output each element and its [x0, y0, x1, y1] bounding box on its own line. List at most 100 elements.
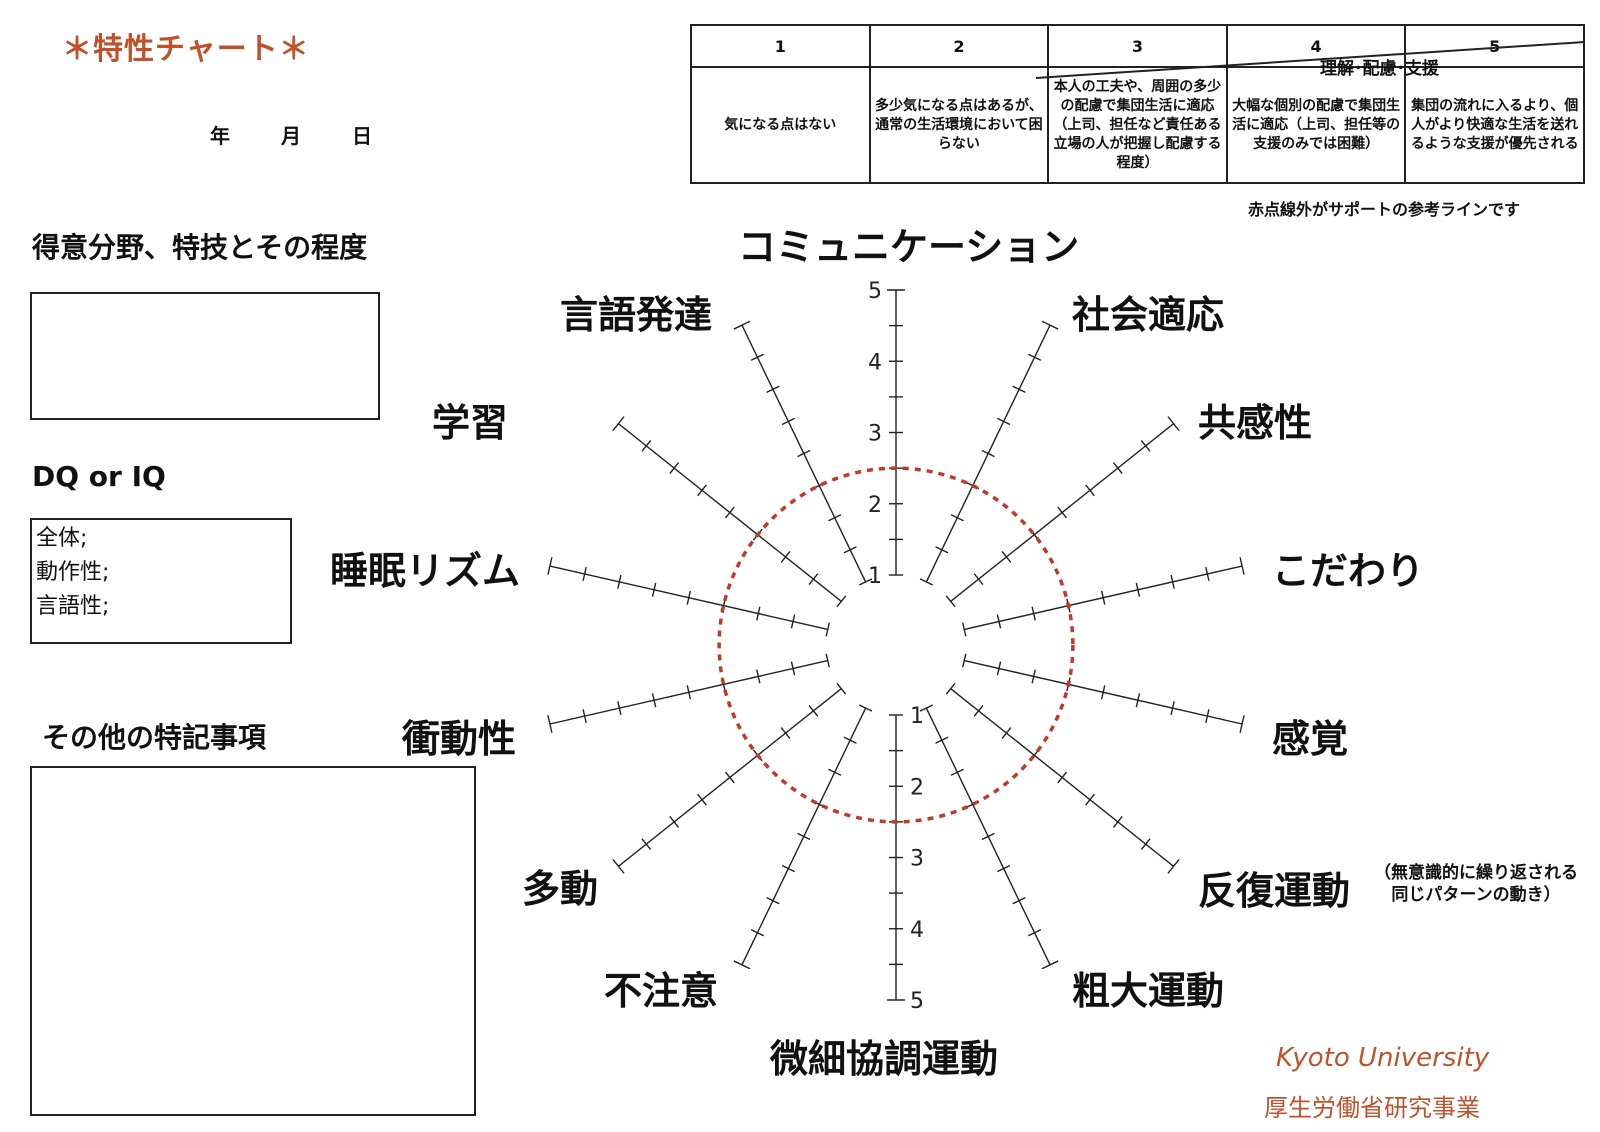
axis-6-tick-1 [919, 704, 933, 712]
axis-5-tick-3.5 [1085, 793, 1095, 806]
axis-12-tick-1.5 [808, 573, 819, 586]
axis-3-tick-4.5 [1205, 566, 1210, 581]
axis-11-tick-4.5 [582, 566, 587, 581]
axis-13-tick-4.5 [750, 353, 765, 361]
axis-10-tick-4.5 [582, 709, 587, 724]
axis-10-tick-3.5 [651, 693, 657, 708]
iq-box[interactable]: 全体; 動作性; 言語性; [30, 518, 292, 644]
tick-label-bottom-4: 4 [910, 918, 924, 943]
axis-4-tick-5 [1239, 715, 1245, 733]
axis-1-tick-3.5 [997, 417, 1011, 426]
axis-8-tick-1.5 [843, 736, 857, 744]
axis-13-tick-2 [828, 514, 842, 522]
strengths-box[interactable] [30, 292, 380, 420]
axis-6-tick-2 [950, 768, 964, 776]
axis-13-tick-1 [859, 578, 873, 586]
tick-label-bottom-3: 3 [910, 847, 924, 872]
axis-12-tick-3 [724, 506, 735, 519]
axis-label-fine-motor: 微細協調運動 [770, 1037, 999, 1081]
axis-1-tick-5 [1041, 320, 1059, 330]
axis-3-tick-2 [1031, 606, 1036, 621]
axis-4-tick-4 [1170, 701, 1175, 716]
axis-11-tick-4 [617, 574, 622, 589]
axis-2-tick-2 [1001, 551, 1012, 563]
axis-3-tick-1.5 [996, 614, 1002, 629]
axis-5-tick-3 [1057, 771, 1068, 784]
axis-8-tick-2 [828, 768, 842, 776]
ministry-credit: 厚生労働省研究事業 [1264, 1094, 1480, 1122]
axis-label-hyperactivity: 多動 [522, 867, 599, 911]
axis-13-tick-4 [766, 385, 780, 394]
axis-8-tick-3 [797, 832, 811, 841]
axis-9-tick-4.5 [641, 838, 652, 851]
axis-1-tick-4.5 [1027, 353, 1042, 361]
axis-13-tick-3.5 [781, 417, 795, 426]
axis-label-repetitive-movement: 反復運動 [1198, 869, 1351, 913]
axis-label-social-adaptation: 社会適応 [1072, 293, 1225, 337]
axis-9-tick-2 [780, 727, 791, 739]
date-year-label: 年 [210, 124, 230, 148]
tick-label-top-3: 3 [868, 422, 882, 447]
axis-1-tick-4 [1012, 385, 1026, 394]
axis-2-tick-4 [1112, 462, 1123, 474]
reference-circle [717, 466, 1075, 824]
axis-label-sleep-rhythm: 睡眠リズム [330, 549, 521, 593]
level-1-description: 気になる点はない [690, 66, 871, 184]
axis-9-tick-3.5 [697, 793, 707, 806]
axis-8-tick-3.5 [781, 864, 795, 873]
axis-5-tick-4.5 [1140, 838, 1151, 851]
level-1-header: 1 [690, 24, 871, 68]
axis-9-tick-5 [612, 858, 625, 874]
support-label: 理解･配慮･支援 [1320, 59, 1439, 79]
level-5-header: 5 [1404, 24, 1585, 68]
axis-1-tick-3 [981, 449, 995, 458]
axis-13-tick-5 [733, 320, 751, 330]
axis-2-tick-3.5 [1085, 484, 1095, 497]
axis-10-tick-5 [547, 715, 553, 733]
axis-11-tick-1 [825, 622, 830, 637]
axis-label-empathy: 共感性 [1198, 401, 1313, 445]
strengths-label: 得意分野、特技とその程度 [32, 231, 368, 264]
iq-performance-line: 動作性; [36, 560, 110, 585]
date-day-label: 日 [351, 124, 372, 148]
tick-label-top-5: 5 [868, 279, 882, 304]
level-3-description: 本人の工夫や、周囲の多少の配慮で集団生活に適応（上司、担任など責任ある立場の人が… [1047, 66, 1228, 184]
axis-5-tick-5 [1167, 858, 1180, 874]
sublabel-line-1: （無意識的に繰り返される [1374, 863, 1578, 883]
axis-4-tick-3 [1100, 685, 1106, 700]
axis-3-tick-3.5 [1135, 582, 1141, 597]
axis-2-tick-3 [1057, 506, 1068, 519]
notes-box[interactable] [30, 766, 476, 1116]
axis-label-gross-motor: 粗大運動 [1072, 969, 1225, 1013]
axis-2-tick-4.5 [1140, 439, 1151, 452]
axis-1-tick-1.5 [935, 546, 949, 554]
axis-4-tick-1.5 [996, 661, 1002, 676]
tick-label-bottom-1: 1 [910, 704, 924, 729]
date-field[interactable]: 年 月 日 [210, 120, 416, 149]
level-2-description: 多少気になる点はあるが、通常の生活環境において困らない [868, 66, 1050, 184]
axis-9-tick-1 [836, 682, 847, 695]
axis-9-tick-3 [724, 771, 735, 784]
axis-12-tick-2 [780, 551, 791, 563]
axis-label-sensory: 感覚 [1272, 717, 1349, 761]
axis-12-tick-1 [836, 595, 847, 608]
chart-title: ＊特性チャート＊ [62, 32, 310, 67]
axis-12-tick-4.5 [641, 439, 652, 452]
axis-6-tick-3.5 [997, 864, 1011, 873]
axis-6-tick-5 [1041, 960, 1059, 970]
axis-12-tick-3.5 [697, 484, 707, 497]
axis-5-tick-2 [1001, 727, 1012, 739]
axis-12-tick-5 [612, 416, 625, 432]
axis-9-tick-4 [669, 816, 680, 828]
axis-13-tick-3 [797, 449, 811, 458]
axis-8-tick-1 [859, 704, 873, 712]
axis-10-tick-1 [825, 653, 830, 668]
axis-8-tick-5 [733, 960, 751, 970]
tick-label-bottom-5: 5 [910, 989, 924, 1014]
reference-note: 赤点線外がサポートの参考ラインです [1248, 200, 1521, 219]
axis-9-tick-1.5 [808, 704, 819, 717]
axis-label-impulsivity: 衝動性 [402, 717, 517, 761]
axis-4-tick-2 [1031, 669, 1036, 684]
axis-8-tick-4 [766, 896, 780, 905]
